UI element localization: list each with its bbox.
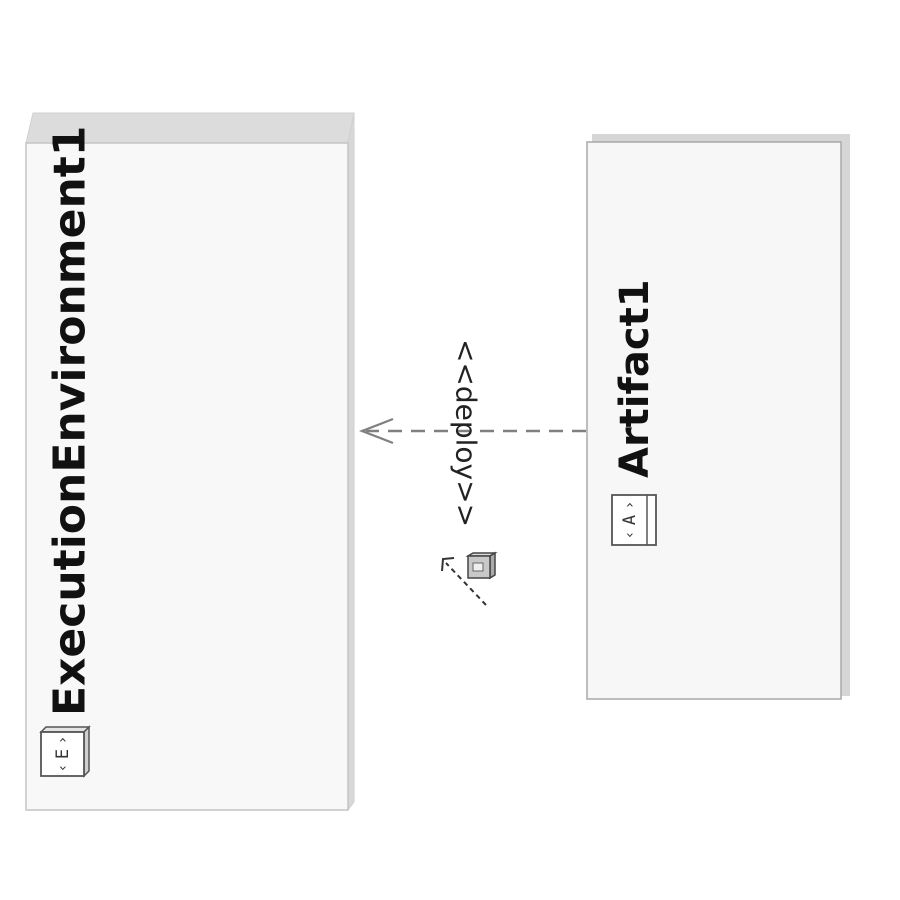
execution-environment-node[interactable]: E ‹ › ExecutionEnvironment1 <box>25 112 355 812</box>
execution-environment-icon: E ‹ › <box>39 725 91 778</box>
execution-environment-name: ExecutionEnvironment1 <box>45 126 96 716</box>
execution-environment-icon-bracket-open: ‹ <box>55 764 71 772</box>
artifact-icon-bracket-open: ‹ <box>622 531 638 539</box>
node-3d-side-face <box>347 112 355 812</box>
artifact-icon-letter: A <box>620 515 640 525</box>
artifact-name: Artifact1 <box>612 279 658 478</box>
node-body <box>586 141 842 700</box>
artifact-node[interactable]: A ‹ › Artifact1 <box>586 134 850 700</box>
execution-environment-icon-bracket-close: › <box>55 736 71 744</box>
artifact-icon-bracket-close: › <box>622 501 638 509</box>
deploy-dependency-edge[interactable]: <<deploy>> <box>358 339 586 606</box>
open-arrowhead-icon <box>358 417 394 445</box>
deploy-stereotype-label: <<deploy>> <box>450 339 483 527</box>
execution-environment-icon-letter: E <box>53 749 73 759</box>
node-front-face <box>25 142 349 811</box>
deployment-icon <box>441 551 498 606</box>
artifact-icon: A ‹ › <box>611 494 657 546</box>
